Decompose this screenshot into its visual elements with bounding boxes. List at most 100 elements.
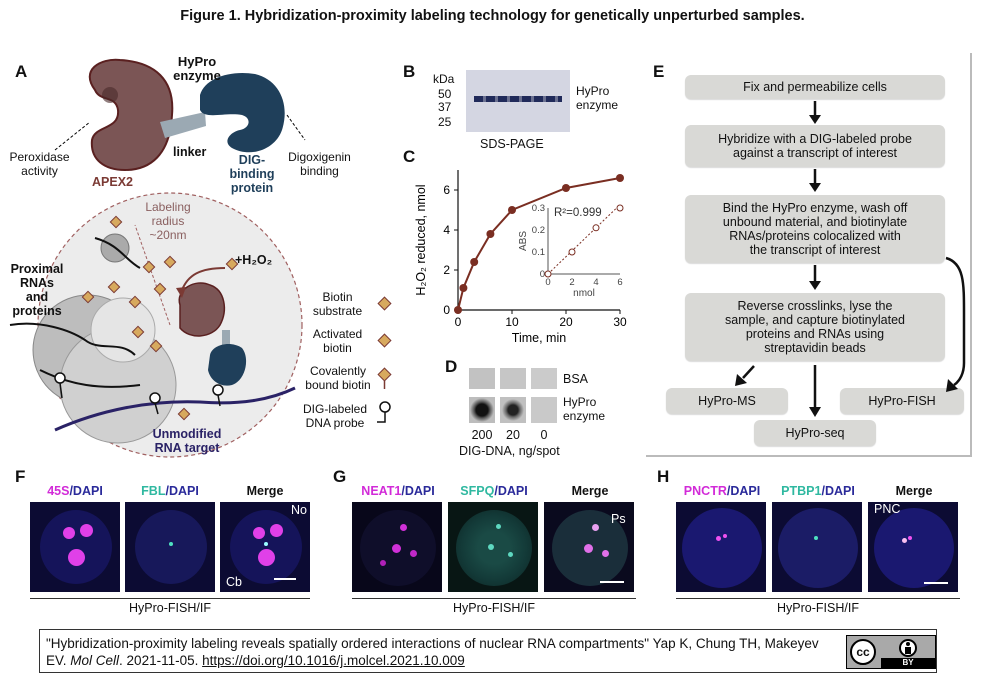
flow-step-1: Fix and permeabilize cells [685, 75, 945, 99]
gel-caption: SDS-PAGE [480, 137, 544, 151]
doi-link[interactable]: https://doi.org/10.1016/j.molcel.2021.10… [202, 653, 465, 668]
data-point [486, 230, 495, 238]
x-tick-label: 30 [613, 315, 627, 329]
legend-glyphs [377, 296, 392, 423]
inset-x-tick-label: 0 [545, 277, 550, 288]
dot-blot-caption: DIG-DNA, ng/spot [459, 444, 560, 458]
legend-covalent-biotin: Covalently bound biotin [305, 364, 371, 392]
panel-f-caption: HyPro-FISH/IF [129, 601, 211, 615]
panel-c-label: C [403, 147, 416, 166]
annot-no: No [291, 503, 307, 517]
marker-25: 25 [438, 115, 452, 129]
dig-binding-protein-shape [200, 72, 285, 153]
citation-text: "Hybridization-proximity labeling reveal… [46, 635, 836, 669]
x-axis-label: Time, min [512, 331, 566, 345]
panel-f-title-3: Merge [246, 484, 284, 498]
cc-icon: cc [850, 639, 876, 665]
linker-label: linker [173, 145, 207, 159]
inset-x-tick-label: 6 [617, 277, 622, 288]
output-hypro-seq: HyPro-seq [754, 420, 876, 446]
panel-h-title-2: PTBP1/DAPI [781, 484, 855, 498]
image-sfpq-dapi [448, 502, 538, 592]
apex2-label: APEX2 [92, 175, 133, 189]
dose-200: 200 [471, 428, 493, 442]
flow-step-2: Hybridize with a DIG-labeled probe again… [685, 125, 945, 167]
citation-journal: Mol Cell [70, 653, 120, 668]
dose-0: 0 [540, 428, 548, 442]
panel-f-title-1: 45S/DAPI [47, 484, 103, 498]
panel-f-bracket [30, 598, 310, 599]
by-label: BY [881, 658, 935, 668]
data-point [470, 258, 479, 266]
panel-a-diagram [9, 58, 306, 458]
image-45s-dapi [30, 502, 120, 592]
flow-step-4: Reverse crosslinks, lyse the sample, and… [685, 293, 945, 361]
image-neat1-dapi [352, 502, 442, 592]
y-tick-label: 4 [443, 223, 450, 237]
panel-h-bracket [676, 598, 960, 599]
inset-y-tick-label: 0.1 [532, 247, 545, 258]
y-tick-label: 0 [443, 303, 450, 317]
output-hypro-ms: HyPro-MS [666, 388, 788, 414]
citation-quote: "Hybridization-proximity labeling reveal… [46, 636, 819, 668]
dig-binding-label: DIG- binding protein [229, 153, 275, 195]
x-tick-label: 10 [505, 315, 519, 329]
series-line [457, 177, 621, 311]
panel-g-bracket [352, 598, 636, 599]
digoxigenin-label: Digoxigenin binding [288, 150, 351, 178]
cc-by-badge[interactable]: cc BY [846, 635, 936, 669]
panel-a-label: A [15, 62, 28, 81]
panel-g-label: G [333, 467, 347, 486]
inset-y-tick-label: 0 [540, 269, 545, 280]
inset-x-tick-label: 4 [593, 277, 598, 288]
panel-e-arrows [735, 101, 966, 417]
panel-g-title-2: SFPQ/DAPI [460, 484, 528, 498]
proximal-label: Proximal RNAs and proteins [10, 262, 64, 318]
panel-f-label: F [15, 467, 26, 486]
data-point [459, 284, 468, 292]
citation-date: . 2021-11-05. [119, 653, 203, 668]
legend-activated-biotin: Activated biotin [312, 327, 363, 355]
data-point [616, 174, 624, 182]
gel-image [466, 70, 570, 132]
panel-h-title-3: Merge [895, 484, 933, 498]
inset-point [592, 224, 600, 232]
panel-g-title-1: NEAT1/DAPI [361, 484, 435, 498]
inset-y-tick-label: 0.2 [532, 225, 545, 236]
apex2-shape [88, 58, 174, 172]
h2o2-label: +H₂O₂ [235, 253, 273, 267]
by-icon [881, 636, 935, 658]
inset-x-label: nmol [573, 288, 595, 299]
citation-box: "Hybridization-proximity labeling reveal… [39, 629, 937, 673]
kda-label: kDa [433, 72, 455, 86]
image-g-merge [544, 502, 634, 592]
marker-37: 37 [438, 100, 452, 114]
flow-step-3: Bind the HyPro enzyme, wash off unbound … [685, 195, 945, 263]
bsa-label: BSA [563, 372, 589, 386]
inset-y-tick-label: 0.3 [532, 203, 545, 214]
panel-g-caption: HyPro-FISH/IF [453, 601, 535, 615]
inset-point [616, 204, 624, 212]
panel-h-title-1: PNCTR/DAPI [683, 484, 761, 498]
inset-point [568, 248, 576, 256]
inset-y-label: ABS [518, 231, 529, 251]
annot-ps: Ps [611, 512, 626, 526]
x-tick-label: 20 [559, 315, 573, 329]
panel-e-frame [646, 53, 972, 457]
marker-50: 50 [438, 87, 452, 101]
panel-e-label: E [653, 62, 665, 81]
y-tick-label: 2 [443, 263, 450, 277]
figure-title: Figure 1. Hybridization-proximity labeli… [180, 8, 805, 24]
rna-target-strand [54, 386, 296, 432]
linker-shape [160, 112, 206, 138]
output-hypro-fish: HyPro-FISH [840, 388, 964, 414]
legend-dig-probe: DIG-labeled DNA probe [302, 402, 368, 430]
data-point [454, 306, 462, 314]
dot-blot-bsa-20 [500, 368, 526, 389]
y-axis-label: H₂O₂ reduced, nmol [414, 184, 428, 295]
panel-f-title-2: FBL/DAPI [141, 484, 199, 498]
labeling-radius-label: Labeling radius ~20nm [145, 200, 191, 242]
inset-point [544, 270, 552, 278]
legend-biotin-substrate: Biotin substrate [312, 290, 363, 318]
peroxidase-label: Peroxidase activity [9, 150, 70, 178]
